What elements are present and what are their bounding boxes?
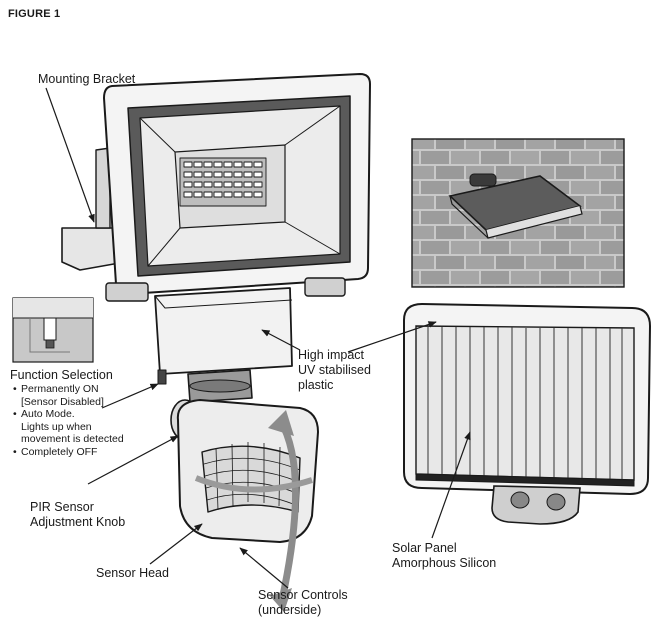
function-selection-inset bbox=[12, 297, 94, 363]
led-array bbox=[179, 157, 267, 207]
figure-title: FIGURE 1 bbox=[8, 8, 61, 20]
function-option-completely-off: Completely OFF bbox=[13, 446, 124, 459]
function-options-list: Permanently ON [Sensor Disabled] Auto Mo… bbox=[13, 383, 124, 458]
function-option-auto-mode: Auto Mode. Lights up when movement is de… bbox=[13, 408, 124, 446]
label-sensor-controls: Sensor Controls (underside) bbox=[258, 588, 348, 617]
wall-mount-inset bbox=[411, 138, 625, 288]
label-sensor-head: Sensor Head bbox=[96, 566, 169, 580]
sensor-body bbox=[154, 287, 293, 375]
label-high-impact-plastic: High impact UV stabilised plastic bbox=[298, 348, 371, 392]
leader-lines bbox=[45, 87, 471, 589]
function-option-permanently-on: Permanently ON [Sensor Disabled] bbox=[13, 383, 124, 408]
label-solar-panel: Solar Panel Amorphous Silicon bbox=[392, 541, 497, 570]
label-pir-sensor-knob: PIR Sensor Adjustment Knob bbox=[30, 500, 126, 529]
solar-panel-stand bbox=[491, 485, 581, 525]
solar-panel bbox=[403, 302, 652, 525]
label-function-selection: Function Selection bbox=[10, 368, 113, 382]
label-mounting-bracket: Mounting Bracket bbox=[38, 72, 136, 86]
floodlight bbox=[61, 73, 371, 612]
